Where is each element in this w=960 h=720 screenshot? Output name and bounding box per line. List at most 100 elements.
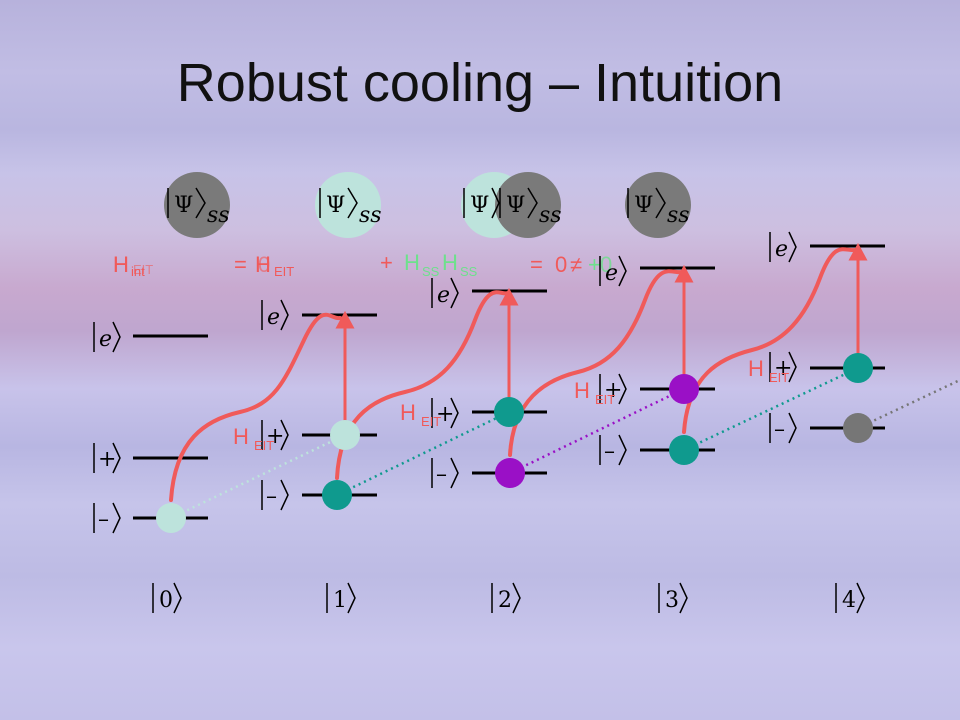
dotted-gray — [857, 378, 960, 430]
svg-text:1: 1 — [333, 588, 347, 613]
h-eit-label-1: H EIT — [233, 424, 274, 453]
svg-text:EIT: EIT — [595, 392, 615, 407]
svg-text:–: – — [98, 507, 109, 532]
dot-plus-2 — [494, 397, 524, 427]
svg-text:H: H — [574, 378, 590, 403]
svg-text:–: – — [604, 439, 615, 464]
dotted-teal-2 — [683, 366, 859, 452]
svg-text:H: H — [255, 252, 271, 277]
dot-minus-0 — [156, 503, 186, 533]
psi-ss-circle-3 — [495, 172, 561, 238]
svg-text:+: + — [266, 424, 284, 449]
svg-text:≠: ≠ — [570, 252, 582, 277]
svg-text:3: 3 — [665, 588, 679, 613]
svg-text:Ψ: Ψ — [326, 193, 345, 218]
svg-text:+: + — [588, 252, 601, 277]
svg-text:ss: ss — [207, 203, 230, 228]
svg-text:2: 2 — [498, 588, 512, 613]
svg-text:H: H — [748, 356, 764, 381]
curve-2 — [508, 269, 684, 457]
curve-1 — [335, 290, 510, 480]
dot-minus-1 — [322, 480, 352, 510]
dot-minus-2 — [495, 458, 525, 488]
svg-text:ss: ss — [359, 203, 382, 228]
svg-text:+: + — [774, 356, 792, 381]
svg-text:e: e — [267, 305, 280, 330]
psi-ket-4: Ψ ss — [627, 187, 690, 228]
dot-plus-4 — [843, 353, 873, 383]
dot-plus-3 — [669, 374, 699, 404]
svg-text:+: + — [380, 250, 393, 275]
svg-text:e: e — [605, 261, 618, 286]
svg-text:int: int — [131, 264, 145, 279]
psi-ss-circle-1 — [315, 172, 381, 238]
curve-0 — [169, 312, 342, 502]
svg-text:Ψ: Ψ — [470, 193, 489, 218]
psi-ss-circle-0 — [164, 172, 230, 238]
dot-plus-1 — [330, 420, 360, 450]
svg-text:Ψ: Ψ — [634, 193, 653, 218]
svg-text:EIT: EIT — [274, 264, 294, 279]
svg-text:=: = — [234, 252, 247, 277]
svg-text:H: H — [400, 400, 416, 425]
dotted-light-teal — [170, 433, 346, 520]
svg-text:0: 0 — [159, 588, 173, 613]
h-eit-label-3: H EIT — [574, 378, 615, 407]
svg-text:=: = — [530, 252, 543, 277]
h-eit-labels: H EIT H EIT H EIT H EIT — [233, 356, 789, 453]
dotted-purple — [509, 387, 685, 475]
dotted-teal-1 — [336, 410, 510, 497]
svg-text:H: H — [233, 424, 249, 449]
svg-text:Ψ: Ψ — [506, 193, 525, 218]
ket-n1: 1 — [326, 582, 356, 614]
psi-ket-2: Ψ — [463, 187, 500, 219]
population-dots — [156, 353, 873, 533]
svg-text:H: H — [404, 250, 420, 275]
ket-minus-group: – – – – – — [93, 412, 797, 534]
svg-text:–: – — [774, 417, 785, 442]
dot-minus-3 — [669, 435, 699, 465]
svg-text:EIT: EIT — [254, 438, 274, 453]
ket-plus-group: + + + + + — [93, 351, 797, 474]
motional-kets: 0 1 2 3 4 — [152, 582, 865, 614]
svg-text:e: e — [437, 283, 450, 308]
psi-ket-3: Ψ ss — [499, 187, 562, 228]
pump-arrows — [335, 242, 868, 435]
svg-text:EIT: EIT — [769, 370, 789, 385]
svg-text:+: + — [98, 447, 116, 472]
svg-text:Ψ: Ψ — [174, 193, 193, 218]
svg-text:0: 0 — [258, 252, 270, 277]
curve-3 — [682, 247, 858, 434]
psi-ket-0: Ψ ss — [167, 187, 230, 228]
svg-text:0: 0 — [600, 252, 612, 277]
h-eit-label-2: H EIT — [400, 400, 441, 429]
h-int-label: H — [113, 252, 129, 277]
slide-title: Robust cooling – Intuition — [176, 53, 784, 113]
svg-text:4: 4 — [842, 588, 856, 613]
svg-text:H: H — [113, 252, 129, 277]
dot-minus-4 — [843, 413, 873, 443]
ket-n3: 3 — [658, 582, 688, 614]
ket-n2: 2 — [491, 582, 521, 614]
ket-n0: 0 — [152, 582, 182, 614]
heating-curves — [169, 247, 858, 502]
psi-ss-circle-4 — [625, 172, 691, 238]
svg-text:e: e — [775, 237, 788, 262]
svg-text:e: e — [99, 327, 112, 352]
svg-text:0: 0 — [555, 252, 567, 277]
ket-e-group: e e e e e — [93, 231, 797, 353]
svg-text:EIT: EIT — [421, 414, 441, 429]
psi-ket-1: Ψ ss — [319, 187, 382, 228]
svg-text:SS: SS — [422, 264, 440, 279]
svg-text:EIT: EIT — [133, 262, 153, 277]
svg-text:ss: ss — [667, 203, 690, 228]
svg-text:H: H — [442, 250, 458, 275]
ket-n4: 4 — [835, 582, 865, 614]
equation-row: H int H EIT = H 0 EIT + H SS H SS = 0 ≠ … — [113, 250, 612, 279]
svg-text:–: – — [436, 462, 447, 487]
dotted-connections — [170, 366, 960, 520]
svg-text:+: + — [604, 378, 622, 403]
svg-text:ss: ss — [539, 203, 562, 228]
svg-text:+: + — [436, 402, 454, 427]
